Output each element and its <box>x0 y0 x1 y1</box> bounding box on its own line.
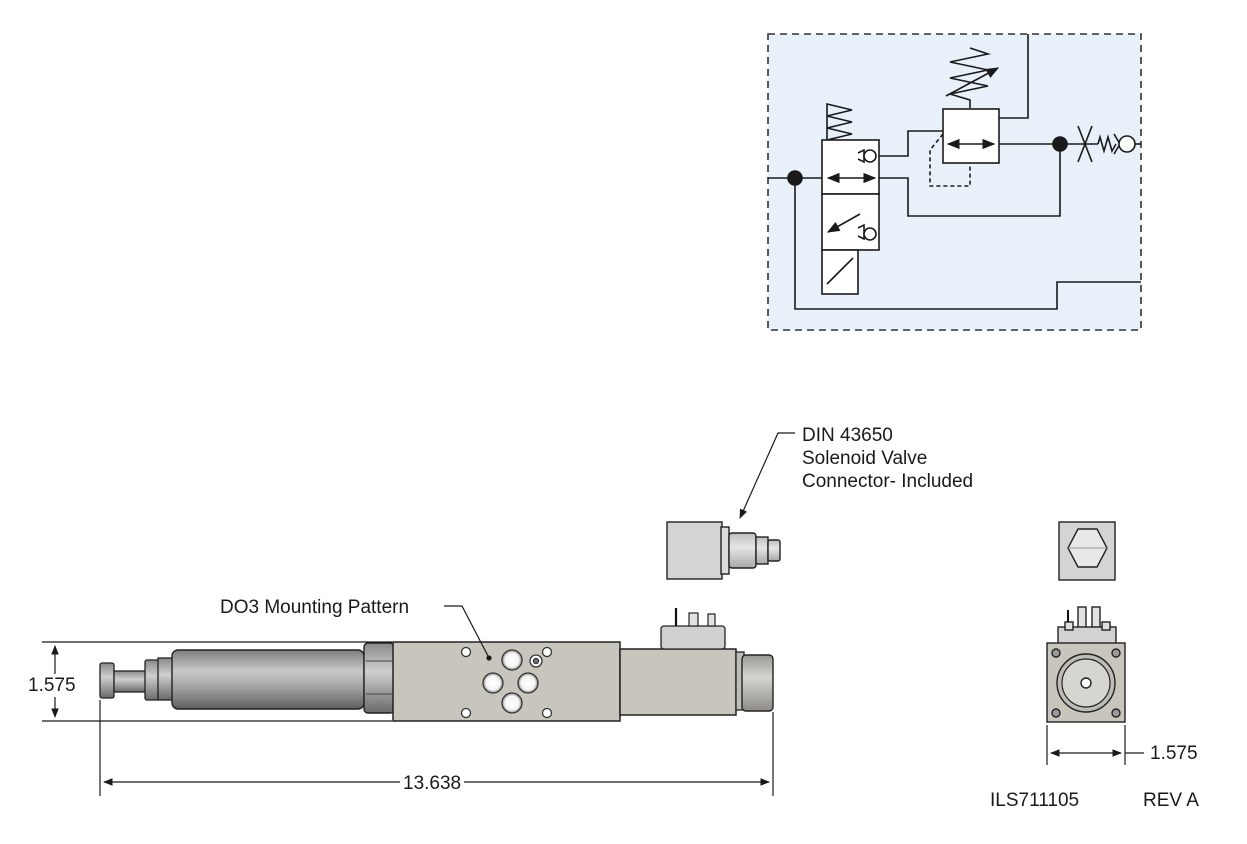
adjustment-screw-head <box>99 662 115 699</box>
valve-side-view <box>99 608 774 722</box>
pressure-valve-symbol <box>929 47 1000 187</box>
hydraulic-schematic <box>767 33 1142 331</box>
revision-label: REV A <box>1143 790 1199 811</box>
connector-base <box>660 625 726 650</box>
valve-spring <box>826 102 853 141</box>
part-number: ILS711105 <box>990 790 1080 811</box>
solenoid-valve-symbol <box>821 102 880 295</box>
valve-end-view <box>1046 521 1126 723</box>
connector-block <box>666 521 723 580</box>
connector-callout-line3: Connector- Included <box>802 471 974 492</box>
do3-leader <box>444 605 489 657</box>
solenoid-housing <box>619 648 737 716</box>
connector-callout: DIN 43650 Solenoid Valve Connector- Incl… <box>802 424 973 493</box>
connector-callout-line1: DIN 43650 <box>802 425 893 446</box>
end-cap <box>741 654 774 712</box>
pipe-return <box>794 178 1141 310</box>
pipe-a <box>879 130 943 157</box>
connector-callout-line2: Solenoid Valve <box>802 448 928 469</box>
adjustment-screw-shaft <box>113 670 149 693</box>
pipe-b <box>879 144 1061 217</box>
hex-nut <box>363 642 395 714</box>
din-connector <box>666 521 781 580</box>
mounting-pattern-callout: DO3 Mounting Pattern <box>220 597 410 618</box>
pipe-top <box>999 34 1029 119</box>
connector-leader <box>739 432 795 519</box>
width-dimension-label: 1.575 <box>1150 743 1198 764</box>
lock-nut <box>144 659 160 701</box>
dimension-lines <box>42 432 1144 796</box>
junction-right <box>1052 136 1068 152</box>
check-valve-symbol <box>1077 125 1141 163</box>
do3-port-holes <box>460 646 553 719</box>
connector-gland <box>728 532 757 569</box>
height-dimension-label: 1.575 <box>26 674 78 697</box>
adjustable-spring <box>949 47 992 108</box>
pilot-line <box>929 133 971 187</box>
spring-barrel <box>171 649 365 710</box>
length-dimension-label: 13.638 <box>400 772 465 795</box>
